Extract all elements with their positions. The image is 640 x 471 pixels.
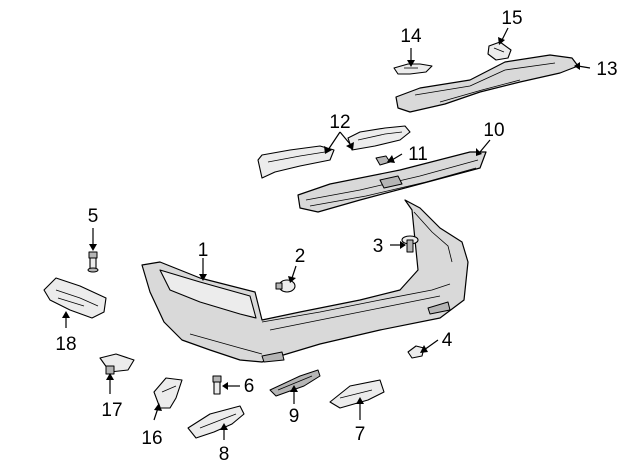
part-10-step-pad [297, 151, 487, 213]
callout-7: 7 [355, 424, 366, 445]
part-15-bracket [487, 41, 512, 61]
callout-2: 2 [295, 246, 306, 267]
callout-16: 16 [141, 428, 162, 449]
callout-10: 10 [483, 120, 504, 141]
part-11-retainer [375, 155, 391, 166]
part-16-support [153, 377, 183, 409]
part-2-grommet [275, 279, 296, 293]
callout-11: 11 [408, 144, 428, 165]
part-18-side-bracket [43, 277, 107, 319]
part-1-bumper-cover [141, 199, 469, 363]
part-3-clip [401, 235, 419, 253]
callout-9: 9 [289, 406, 300, 427]
callout-8: 8 [219, 444, 230, 465]
leader-lines [62, 27, 591, 440]
callout-labels: 1 2 3 4 5 6 7 8 9 10 11 12 13 14 15 16 1… [55, 8, 617, 465]
callout-13: 13 [596, 59, 617, 80]
part-14-clip [393, 63, 433, 75]
part-6-bolt [212, 375, 222, 395]
callout-5: 5 [88, 206, 99, 227]
part-7-lower-cover [329, 379, 385, 409]
part-8-lower-bracket [187, 405, 245, 439]
callout-15: 15 [501, 8, 522, 29]
callout-3: 3 [373, 236, 384, 257]
callout-14: 14 [400, 26, 422, 47]
part-17-retainer [99, 353, 135, 375]
callout-6: 6 [244, 376, 255, 397]
part-12-side-brackets [257, 125, 411, 179]
callout-18: 18 [55, 334, 76, 355]
part-5-bolt [87, 251, 99, 273]
callout-4: 4 [442, 330, 453, 351]
part-9-reflector [269, 369, 321, 397]
callout-1: 1 [198, 240, 209, 261]
callout-17: 17 [101, 400, 122, 421]
callout-12: 12 [329, 112, 350, 133]
part-13-reinforcement [395, 54, 579, 113]
